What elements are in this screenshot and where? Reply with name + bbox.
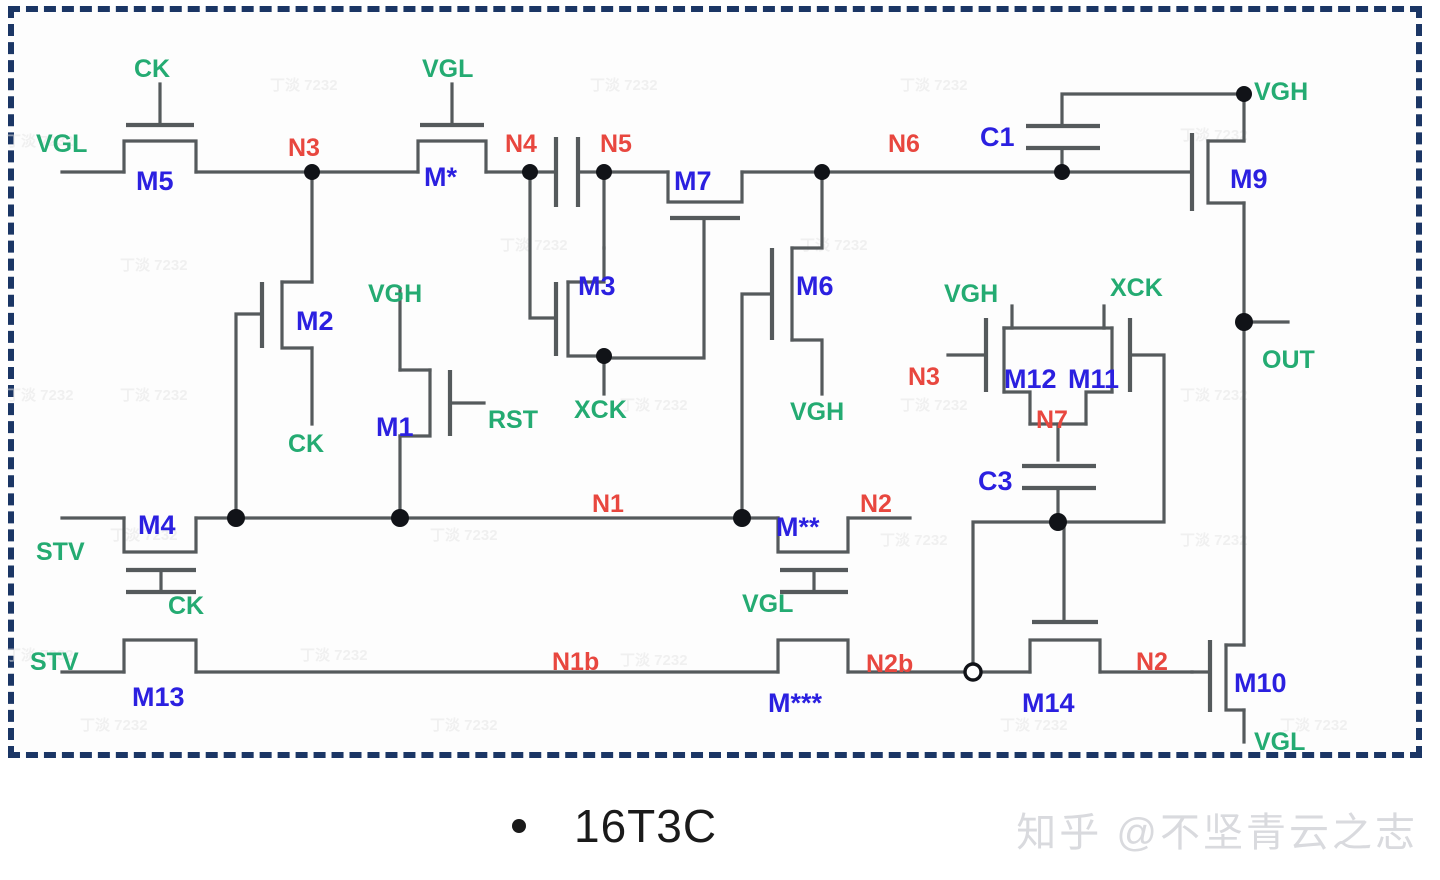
tile-watermark: 丁淡 7232 xyxy=(6,647,74,664)
label-n1: N1 xyxy=(592,490,624,518)
junction-dot xyxy=(227,509,245,527)
junction-dot xyxy=(1236,86,1252,102)
figure-caption: 16T3C xyxy=(0,786,1000,866)
tile-watermark: 丁淡 7232 xyxy=(430,527,498,544)
tile-watermark: 丁淡 7232 xyxy=(800,237,868,254)
label-m-star-3: M*** xyxy=(768,688,823,718)
label-m7: M7 xyxy=(674,166,712,196)
label-m3: M3 xyxy=(578,271,616,301)
tile-watermark: 丁淡 7232 xyxy=(1180,387,1248,404)
label-vgl-cap: VGL xyxy=(742,590,793,618)
tile-watermark: 丁淡 7232 xyxy=(120,387,188,404)
tile-watermark: 丁淡 7232 xyxy=(270,77,338,94)
tile-watermark: 丁淡 7232 xyxy=(620,652,688,669)
schematic-border xyxy=(8,6,1422,758)
junction-dot xyxy=(733,509,751,527)
label-m-star-1: M* xyxy=(424,162,457,192)
junction-dots xyxy=(227,86,1253,682)
label-m14: M14 xyxy=(1022,688,1075,718)
label-c3: C3 xyxy=(978,466,1013,496)
top-rail xyxy=(60,82,1194,360)
label-ck-cap: CK xyxy=(168,592,204,620)
junction-dot xyxy=(814,164,830,180)
tile-watermark: 丁淡 7232 xyxy=(1180,532,1248,549)
junction-dot xyxy=(596,164,612,180)
label-stv-bot: STV xyxy=(30,648,79,676)
label-vgh-m12: VGH xyxy=(944,280,998,308)
label-out: OUT xyxy=(1262,346,1315,374)
label-m4: M4 xyxy=(138,510,176,540)
label-n4: N4 xyxy=(505,130,537,158)
label-m12: M12 xyxy=(1004,364,1057,394)
transistor-M6-group xyxy=(740,170,824,520)
tile-watermark: 丁淡 7232 xyxy=(120,257,188,274)
label-c1: C1 xyxy=(980,122,1015,152)
label-n2b: N2b xyxy=(866,650,913,678)
label-vgh-topright: VGH xyxy=(1254,78,1308,106)
tile-watermark: 丁淡 7232 xyxy=(1280,717,1348,734)
tile-watermark: 丁淡 7232 xyxy=(590,77,658,94)
label-m13: M13 xyxy=(132,682,185,712)
label-stv-top: STV xyxy=(36,538,85,566)
tile-watermark: 丁淡 7232 xyxy=(900,397,968,414)
junction-dot xyxy=(1054,164,1070,180)
label-m10: M10 xyxy=(1234,668,1287,698)
label-m1: M1 xyxy=(376,412,414,442)
n1-rail xyxy=(60,516,912,595)
tiled-watermark-layer: 丁淡 7232 丁淡 7232 丁淡 7232 丁淡 7232 丁淡 7232 … xyxy=(6,77,1348,734)
junction-dot xyxy=(1049,513,1067,531)
transistor-M2-M1-group xyxy=(234,170,486,520)
label-n1b: N1b xyxy=(552,648,599,676)
label-n3-gate: N3 xyxy=(908,363,940,391)
tile-watermark: 丁淡 7232 xyxy=(880,532,948,549)
label-layer: CK VGL VGL M5 N3 M* N4 N5 M7 N6 C1 VGH M… xyxy=(30,55,1315,756)
label-vgl-bot: VGL xyxy=(1254,728,1305,756)
label-m5: M5 xyxy=(136,166,174,196)
junction-dot xyxy=(1235,313,1253,331)
label-m-star-2: M** xyxy=(776,512,820,542)
label-vgl-left: VGL xyxy=(36,130,87,158)
label-ck-top: CK xyxy=(134,55,170,83)
tile-watermark: 丁淡 7232 xyxy=(900,77,968,94)
label-xck-m11: XCK xyxy=(1110,274,1163,302)
tile-watermark: 丁淡 7232 xyxy=(430,717,498,734)
tile-watermark: 丁淡 7232 xyxy=(80,717,148,734)
tile-watermark: 丁淡 7232 xyxy=(500,237,568,254)
transistor-M12-M11-group xyxy=(946,304,1166,674)
label-m2: M2 xyxy=(296,306,334,336)
tile-watermark: 丁淡 7232 xyxy=(1000,717,1068,734)
label-n2-right: N2 xyxy=(1136,648,1168,676)
label-vgh-m6: VGH xyxy=(790,398,844,426)
junction-dot xyxy=(596,348,612,364)
label-n6: N6 xyxy=(888,130,920,158)
tile-watermark: 丁淡 7232 xyxy=(6,133,74,150)
label-vgh-m1: VGH xyxy=(368,280,422,308)
tile-watermark: 丁淡 7232 xyxy=(620,397,688,414)
tile-watermark: 丁淡 7232 xyxy=(300,647,368,664)
n1b-rail xyxy=(60,520,1194,674)
label-xck-m3: XCK xyxy=(574,396,627,424)
transistor-M10-group xyxy=(1190,640,1246,744)
tile-watermark: 丁淡 7232 xyxy=(110,527,178,544)
junction-dot xyxy=(304,164,320,180)
label-rst: RST xyxy=(488,406,538,434)
crossover-open-circle xyxy=(963,662,983,682)
label-n2: N2 xyxy=(860,490,892,518)
label-m6: M6 xyxy=(796,271,834,301)
junction-dot xyxy=(522,164,538,180)
label-n7: N7 xyxy=(1036,406,1068,434)
tile-watermark: 丁淡 7232 xyxy=(6,387,74,404)
caption-title: 16T3C xyxy=(574,800,718,852)
circuit-schematic: 丁淡 7232 丁淡 7232 丁淡 7232 丁淡 7232 丁淡 7232 … xyxy=(6,55,1348,756)
junction-dot xyxy=(391,509,409,527)
label-m11: M11 xyxy=(1068,364,1119,394)
label-ck-m2: CK xyxy=(288,430,324,458)
capacitor-C1-M9-group xyxy=(1026,92,1290,647)
label-vgl-top: VGL xyxy=(422,55,473,83)
caption-bullet-icon xyxy=(512,819,526,833)
label-m9: M9 xyxy=(1230,164,1268,194)
label-n3: N3 xyxy=(288,134,320,162)
label-n5: N5 xyxy=(600,130,632,158)
author-watermark: 知乎 @不坚青云之志 xyxy=(1016,811,1418,855)
